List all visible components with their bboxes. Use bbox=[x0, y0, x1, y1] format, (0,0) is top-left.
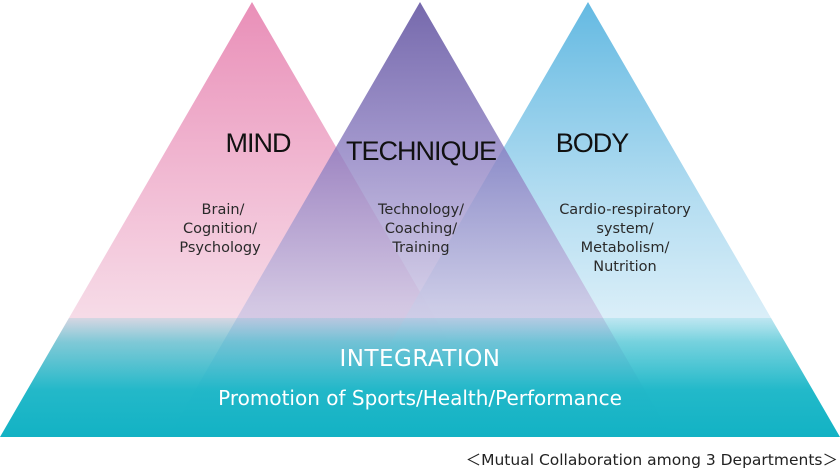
body-desc-line-1: Cardio-respiratory bbox=[559, 202, 691, 218]
technique-desc-line-1: Technology/ bbox=[377, 202, 464, 218]
mind-desc-line-1: Brain/ bbox=[202, 202, 245, 218]
integration-title: INTEGRATION bbox=[339, 346, 500, 372]
integration-subtitle: Promotion of Sports/Health/Performance bbox=[218, 386, 622, 410]
three-departments-diagram: MIND Brain/ Cognition/ Psychology TECHNI… bbox=[0, 2, 840, 437]
integration-band bbox=[0, 318, 840, 437]
technique-desc-line-2: Coaching/ bbox=[385, 221, 457, 237]
body-title: BODY bbox=[556, 128, 630, 158]
body-desc-line-4: Nutrition bbox=[593, 259, 657, 275]
body-desc-line-2: system/ bbox=[596, 221, 653, 237]
mind-desc-line-3: Psychology bbox=[179, 240, 261, 256]
collaboration-footnote: ＜Mutual Collaboration among 3 Department… bbox=[465, 451, 838, 469]
technique-desc-line-3: Training bbox=[391, 240, 449, 256]
mind-title: MIND bbox=[226, 128, 291, 158]
mind-desc-line-2: Cognition/ bbox=[183, 221, 257, 237]
body-desc-line-3: Metabolism/ bbox=[581, 240, 670, 256]
technique-title: TECHNIQUE bbox=[346, 136, 496, 166]
